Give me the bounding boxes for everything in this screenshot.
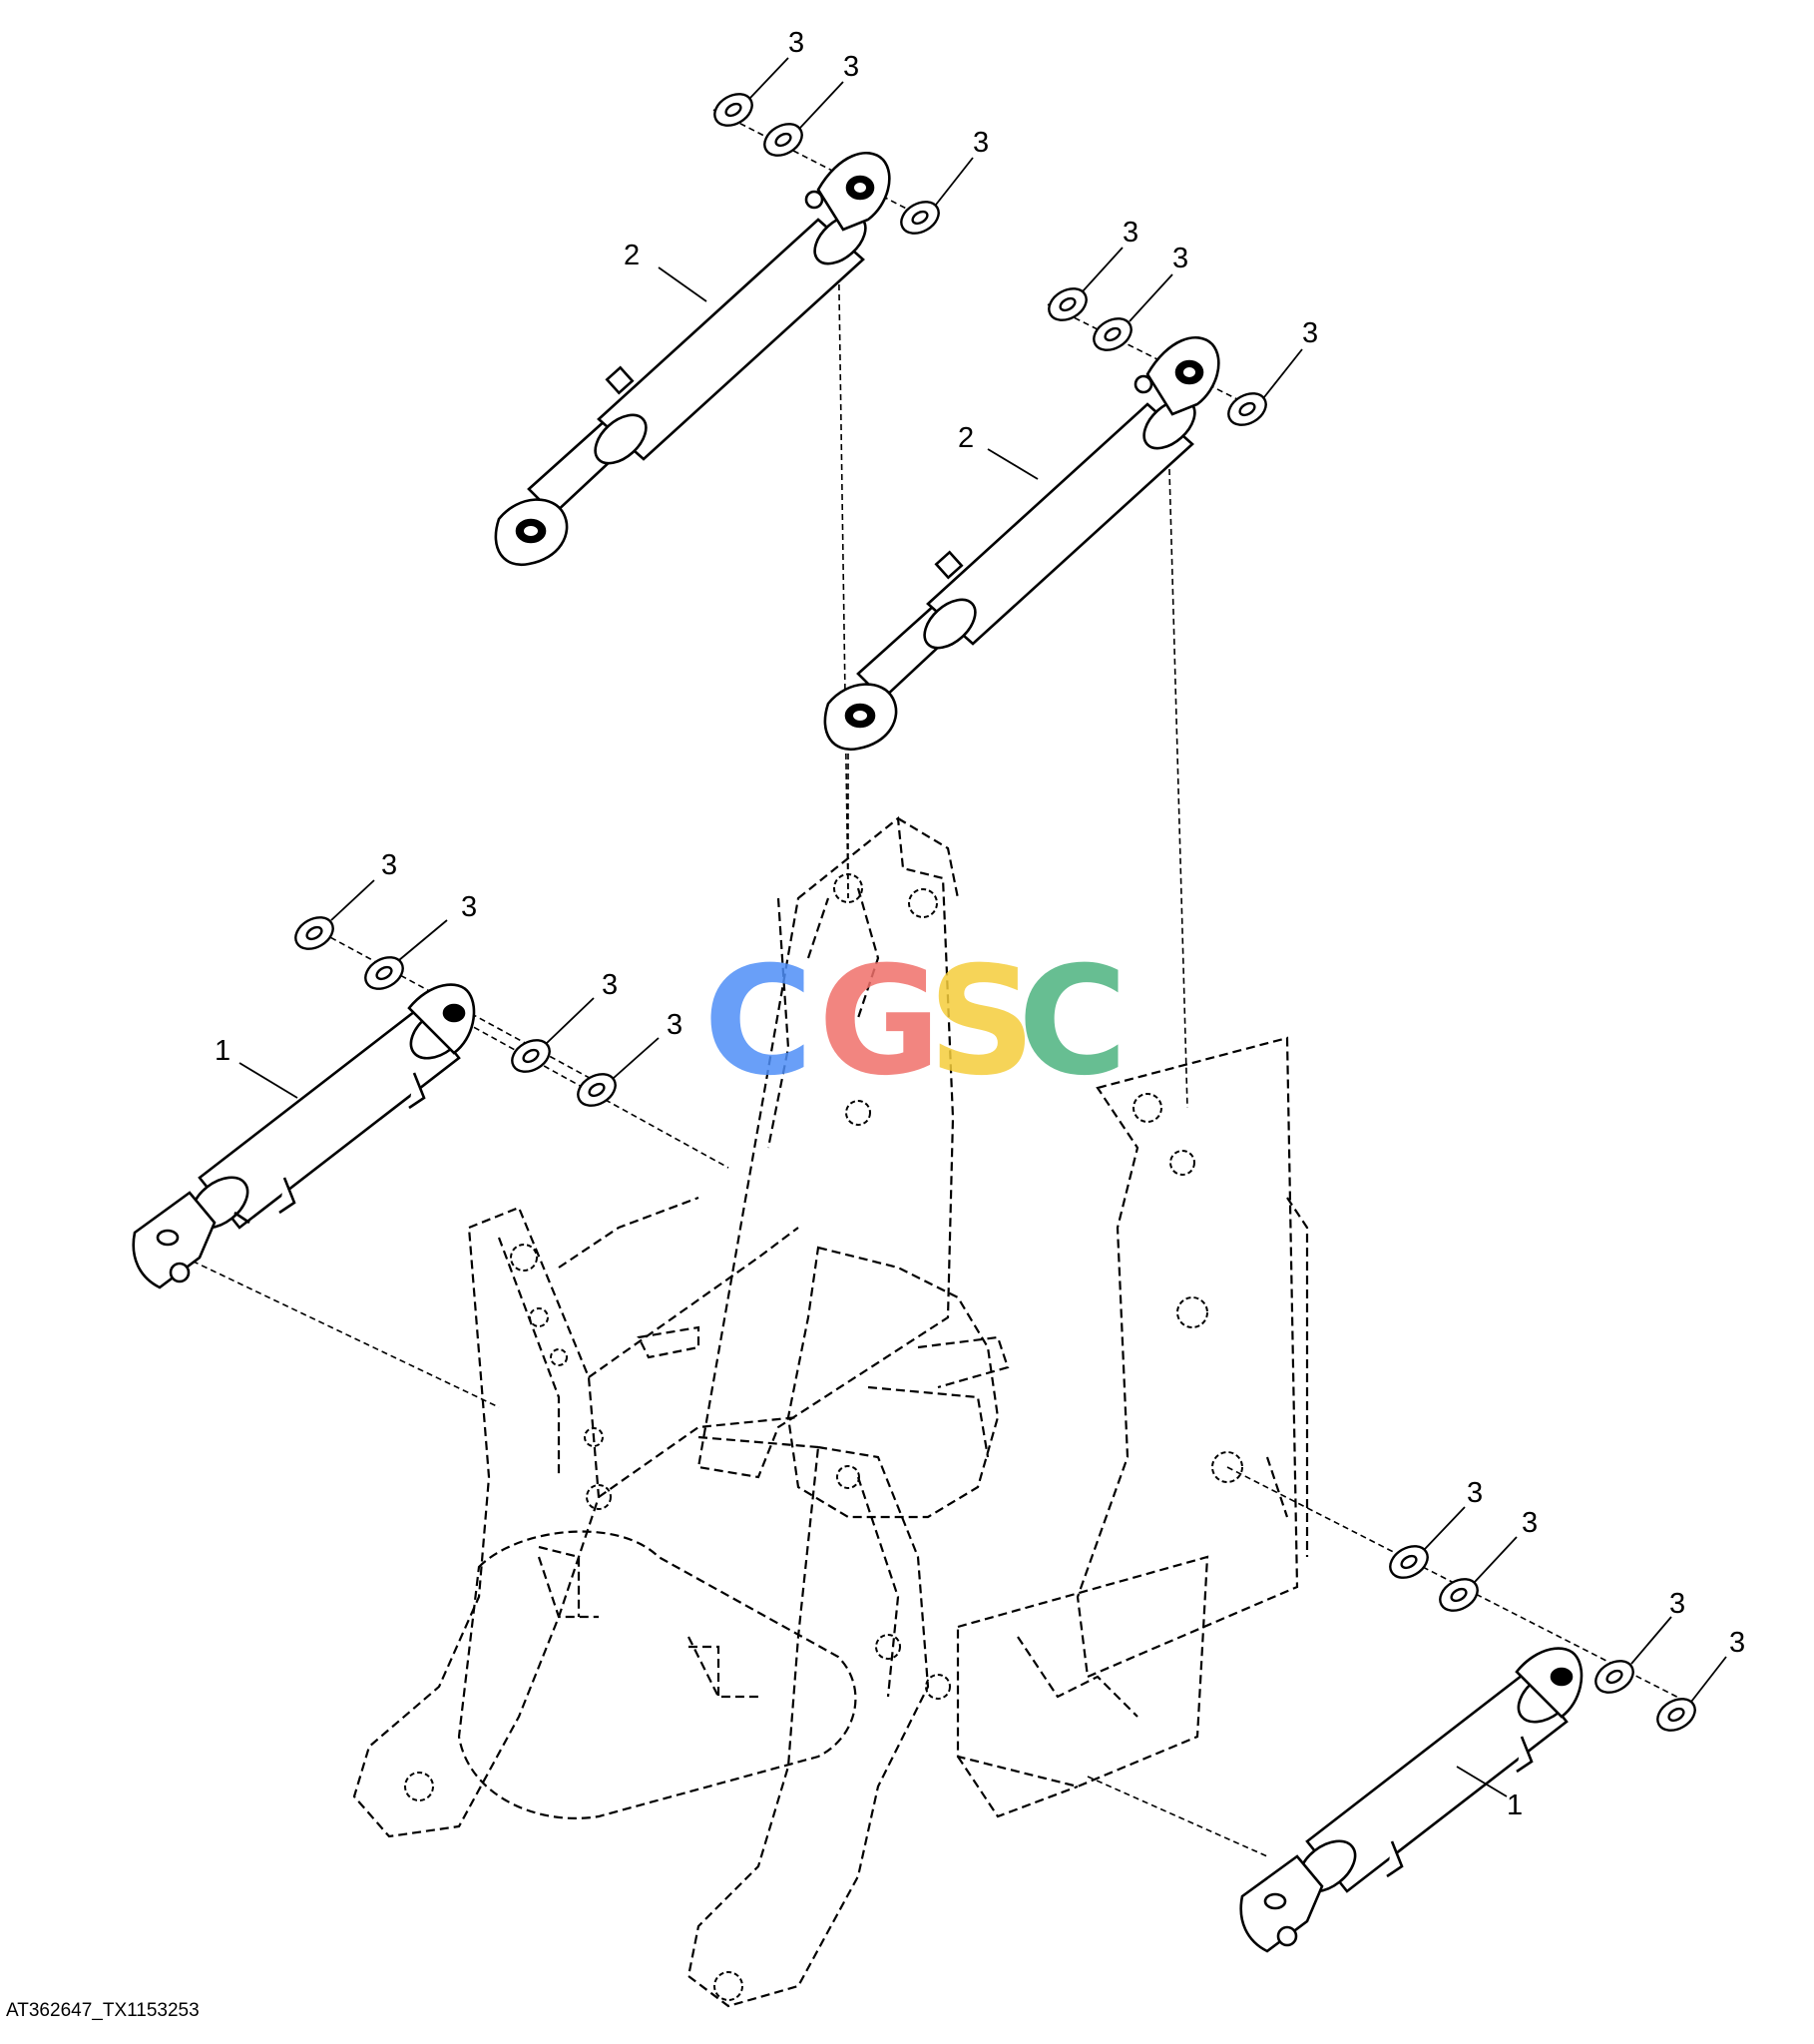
washers-item-3: [294, 93, 1696, 1732]
callout-label: 3: [1302, 317, 1318, 349]
callout-label: 3: [1522, 1507, 1538, 1539]
cgsc-watermark-logo: C G S C: [703, 935, 1128, 1109]
callout-label: 3: [1467, 1477, 1483, 1509]
callout-labels: 3 3 3 2 3 3 3 2 3 3 3 3 1 3 3 3 3 1: [215, 27, 1745, 1821]
hydraulic-cylinder-2-upper-right: [823, 335, 1220, 752]
hydraulic-cylinder-1-left: [132, 983, 476, 1289]
leader-lines: [238, 57, 1727, 1797]
loader-frame: [352, 815, 1309, 2008]
callout-label: 3: [602, 969, 618, 1001]
hydraulic-cylinder-1-right: [1239, 1647, 1584, 1953]
callout-label: 3: [843, 51, 859, 83]
watermark-letter: C: [703, 935, 813, 1109]
callout-label: 3: [1123, 217, 1138, 249]
callout-label: 3: [1729, 1627, 1745, 1659]
callout-label: 1: [1507, 1789, 1523, 1821]
callout-label: 3: [973, 127, 989, 159]
watermark-letter: S: [928, 935, 1036, 1109]
callout-label: 2: [624, 240, 640, 271]
callout-label: 3: [381, 849, 397, 881]
callout-label: 3: [667, 1009, 682, 1041]
frame-holes: [404, 873, 1243, 2001]
callout-label: 3: [1172, 243, 1188, 274]
hydraulic-cylinder-2-upper-left: [494, 151, 891, 567]
figure-id-label: AT362647_TX1153253: [6, 2000, 200, 2021]
watermark-letter: G: [818, 935, 941, 1109]
callout-label: 3: [788, 27, 804, 59]
callout-label: 3: [1669, 1588, 1685, 1620]
watermark-letter: C: [1018, 935, 1128, 1109]
callout-label: 2: [958, 422, 974, 454]
callout-label: 3: [461, 891, 477, 923]
callout-label: 1: [215, 1035, 230, 1067]
